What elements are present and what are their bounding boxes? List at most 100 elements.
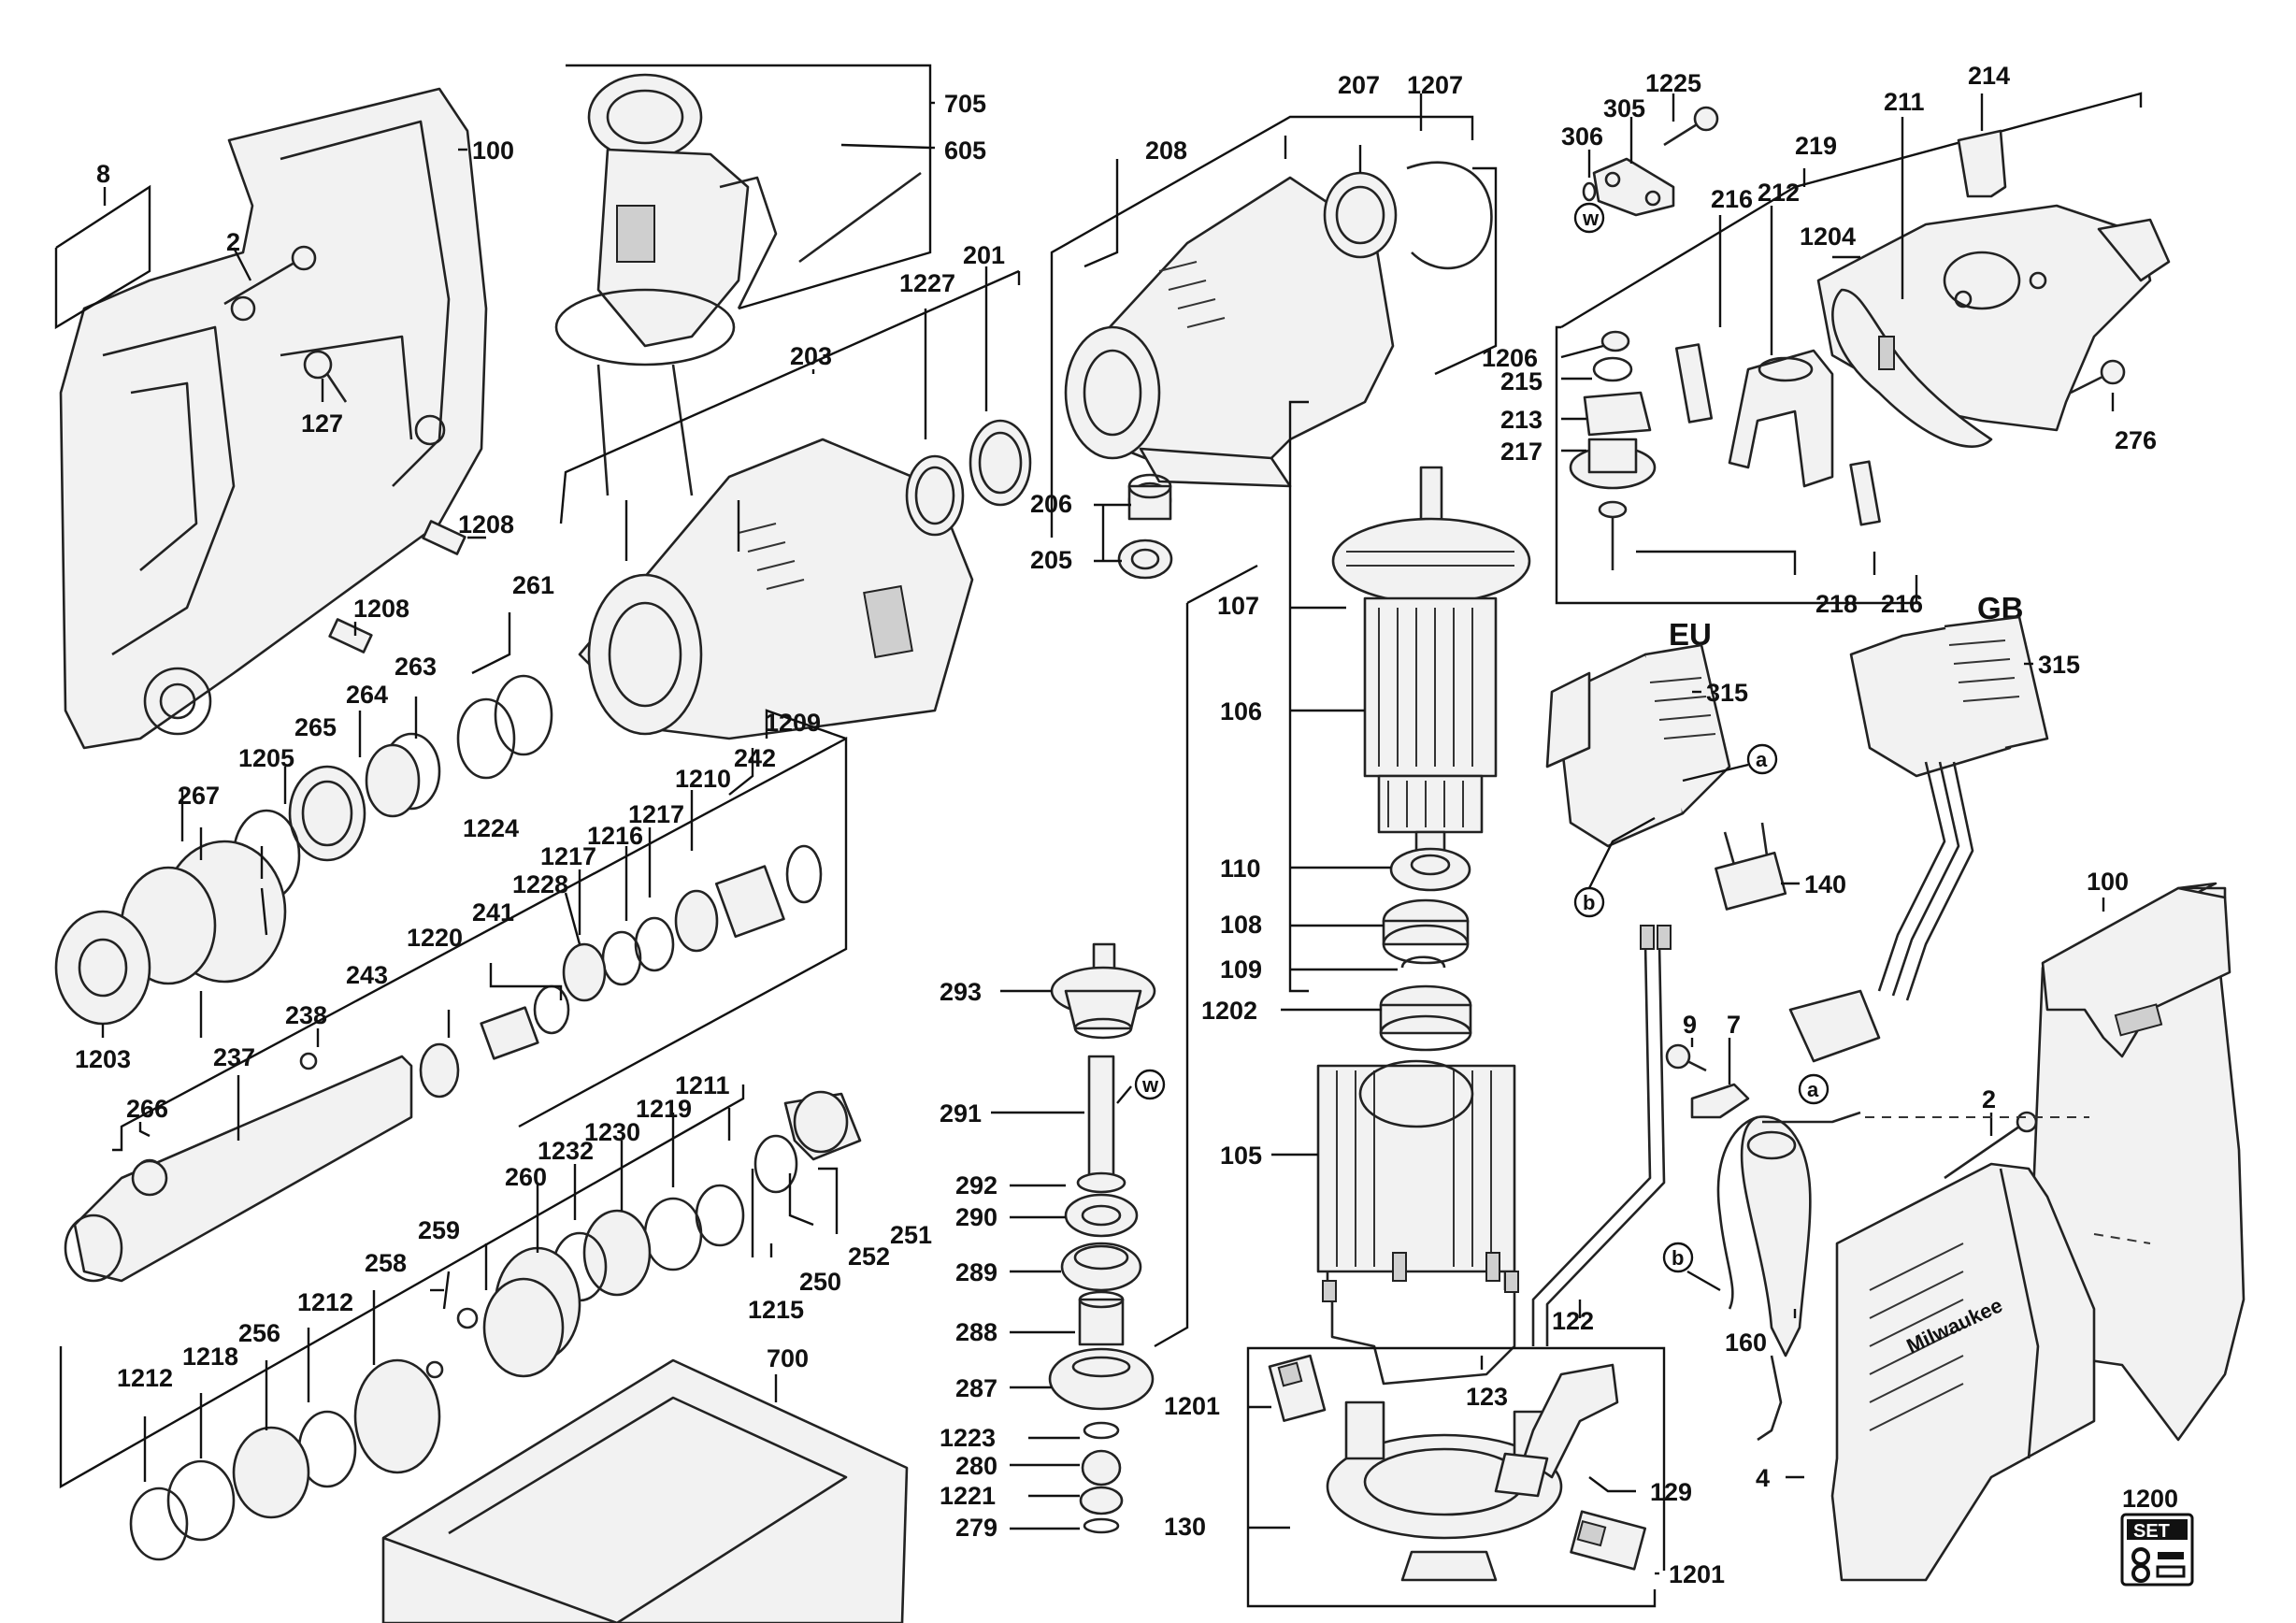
marker-w-1: w	[1573, 202, 1605, 234]
intermediate-shaft-drawing	[1048, 942, 1156, 1534]
spindle-group-bracket	[112, 736, 848, 1152]
screw-127-drawing	[303, 350, 348, 403]
spring-216b-drawing	[1849, 460, 1881, 526]
slide-212-drawing	[1728, 349, 1834, 488]
callout-1220: 1220	[407, 924, 463, 952]
switch-315-gb-drawing	[1788, 615, 2049, 1063]
callout-1201-b: 1201	[1669, 1560, 1725, 1588]
knob-214-drawing	[1957, 129, 2007, 198]
callout-208: 208	[1145, 136, 1187, 165]
callout-1210: 1210	[675, 765, 731, 793]
svg-text:a: a	[1807, 1078, 1819, 1101]
wire-122-drawing	[1531, 925, 1672, 1346]
set-badge: SET	[2120, 1513, 2194, 1587]
callout-160: 160	[1725, 1329, 1767, 1357]
depth-rod-605-drawing	[798, 143, 931, 264]
callout-7: 7	[1727, 1011, 1741, 1039]
callout-251: 251	[890, 1221, 932, 1249]
callout-9: 9	[1683, 1011, 1697, 1039]
marker-a-1: a	[1746, 743, 1778, 775]
callout-241: 241	[472, 898, 514, 926]
clutch-group-bracket	[59, 1084, 745, 1489]
armature-long-leader	[1154, 603, 1189, 1348]
pin-1208b-drawing	[328, 618, 373, 654]
callout-1207: 1207	[1407, 71, 1463, 99]
callout-265: 265	[294, 713, 337, 741]
cylinder-housing-208-drawing	[1064, 161, 1493, 488]
set-badge-label: SET	[2133, 1521, 2170, 1542]
marker-a-2: a	[1798, 1073, 1830, 1105]
armature-group-bracket	[1288, 400, 1309, 993]
spring-216a-drawing	[1674, 343, 1714, 424]
bearing-108-drawing	[1382, 898, 1470, 965]
svg-text:w: w	[1582, 207, 1600, 230]
callout-705: 705	[944, 90, 986, 118]
ring-109-drawing	[1400, 955, 1446, 969]
gearbox-housing-203-drawing	[578, 438, 974, 740]
callout-1215: 1215	[748, 1296, 804, 1324]
callout-123: 123	[1466, 1383, 1508, 1411]
callout-1217-a: 1217	[628, 800, 684, 828]
brush-1201a-drawing	[1268, 1354, 1327, 1422]
callout-1227: 1227	[899, 269, 955, 297]
selector-housing-211-drawing	[1816, 204, 2171, 448]
callout-237: 237	[213, 1043, 255, 1071]
wire-123-drawing	[1322, 1271, 1519, 1386]
callout-1212-a: 1212	[297, 1288, 353, 1316]
main-housing-drawing	[1830, 1162, 2096, 1582]
spring-129-drawing	[1494, 1363, 1619, 1498]
spindle-parts-drawing	[64, 844, 823, 1283]
callout-276: 276	[2115, 426, 2157, 454]
callout-216-b: 216	[1881, 590, 1923, 618]
svg-text:w: w	[1141, 1073, 1159, 1097]
cylinder-group-bracket	[1050, 115, 1474, 538]
callout-1200: 1200	[2122, 1485, 2178, 1513]
callout-8: 8	[96, 160, 110, 188]
side-handle-705-drawing	[554, 64, 935, 496]
callout-140: 140	[1804, 870, 1846, 898]
callout-214: 214	[1968, 62, 2010, 90]
ring-201-drawing	[969, 419, 1032, 507]
callout-129: 129	[1650, 1478, 1692, 1506]
callout-243: 243	[346, 961, 388, 989]
mode-group-bracket	[1555, 325, 1918, 605]
callout-700: 700	[767, 1344, 809, 1372]
callout-122: 122	[1552, 1307, 1594, 1335]
callout-1223: 1223	[940, 1424, 996, 1452]
bearing-110-drawing	[1389, 847, 1471, 892]
brush-group-bracket	[1246, 1346, 1657, 1608]
callout-258: 258	[365, 1249, 407, 1277]
callout-288: 288	[955, 1318, 997, 1346]
callout-1203: 1203	[75, 1045, 131, 1073]
callout-280: 280	[955, 1452, 997, 1480]
screw-2-drawing	[223, 245, 317, 306]
switch-315-eu-drawing	[1545, 643, 1731, 848]
clutch-parts-drawing	[129, 1090, 862, 1561]
callout-293: 293	[940, 978, 982, 1006]
callout-1211: 1211	[675, 1071, 730, 1099]
callout-4: 4	[1756, 1464, 1770, 1492]
callout-315-gb: 315	[2038, 651, 2080, 679]
callout-264: 264	[346, 681, 388, 709]
callout-1204: 1204	[1800, 223, 1856, 251]
screw-276-drawing	[2070, 359, 2126, 395]
callout-215: 215	[1500, 367, 1543, 395]
bearing-206-drawing	[1127, 473, 1172, 521]
callout-279: 279	[955, 1514, 997, 1542]
callout-1202: 1202	[1201, 997, 1257, 1025]
callout-100-top: 100	[472, 136, 514, 165]
callout-1218: 1218	[182, 1343, 238, 1371]
callout-260: 260	[505, 1163, 547, 1191]
callout-218: 218	[1815, 590, 1858, 618]
marker-b-1: b	[1573, 886, 1605, 918]
callout-109: 109	[1220, 955, 1262, 984]
callout-130: 130	[1164, 1513, 1206, 1541]
callout-110: 110	[1220, 855, 1261, 883]
svg-text:b: b	[1672, 1246, 1684, 1270]
marker-w-2: w	[1134, 1069, 1166, 1100]
callout-2-right: 2	[1982, 1085, 1996, 1113]
callout-1206: 1206	[1482, 344, 1538, 372]
handle-housing-100-drawing	[59, 87, 488, 750]
callout-107: 107	[1217, 592, 1259, 620]
marker-b-2: b	[1662, 1242, 1694, 1273]
